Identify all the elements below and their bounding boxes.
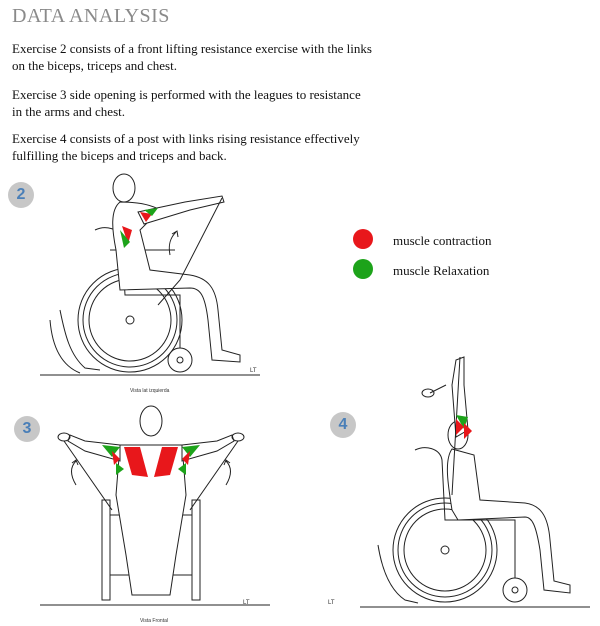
exercise-2-description: Exercise 2 consists of a front lifting r…: [12, 41, 372, 73]
contraction-label: muscle contraction: [393, 233, 492, 248]
relaxation-dot: [353, 259, 373, 279]
exercise-4-illustration: [360, 356, 590, 608]
figure-3-badge: 3: [14, 416, 40, 442]
figure-4-corner-mark: LT: [328, 600, 335, 606]
contraction-dot: [353, 229, 373, 249]
figure-4-badge: 4: [330, 412, 356, 438]
exercise-3-illustration: [40, 405, 270, 606]
exercise-3-description: Exercise 3 side opening is performed wit…: [12, 87, 361, 119]
figure-3-corner-mark: LT: [243, 600, 250, 606]
figure-3-caption: Vista Frontal: [140, 618, 168, 624]
exercise-4-description: Exercise 4 consists of a post with links…: [12, 131, 360, 163]
exercise-2-illustration: [40, 173, 260, 376]
figure-2-corner-mark: LT: [250, 368, 257, 374]
figure-2-caption: Vista lat izquierda: [130, 388, 170, 394]
figure-2-badge: 2: [8, 182, 34, 208]
page-title: DATA ANALYSIS: [12, 5, 170, 27]
relaxation-label: muscle Relaxation: [393, 263, 490, 278]
